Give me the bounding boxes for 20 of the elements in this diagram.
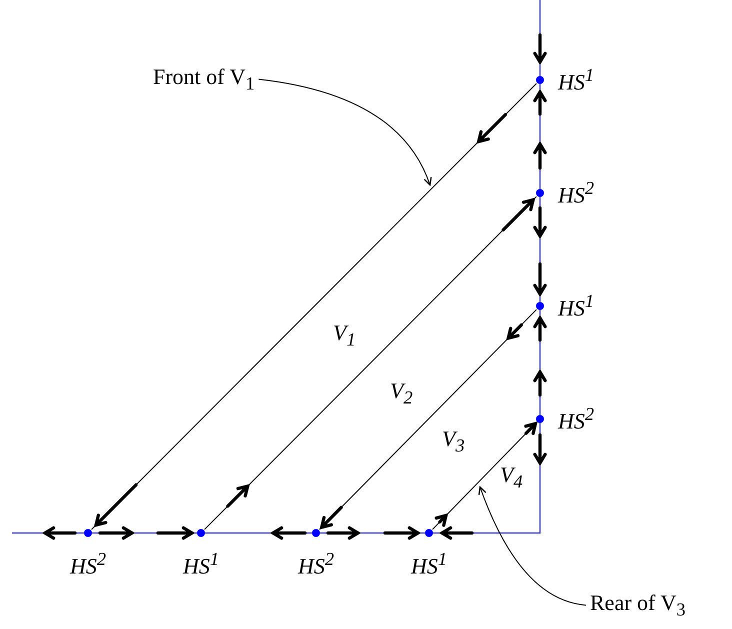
point-label: HS$^{1}$ xyxy=(410,549,448,580)
leader-line xyxy=(258,78,432,186)
point-label: HS$^{2}$ xyxy=(558,404,594,434)
arrow xyxy=(91,83,537,530)
annotation-text: Rear of V$_{3}$ xyxy=(590,590,686,620)
point-label: HS$^{1}$ xyxy=(182,549,220,580)
arrow xyxy=(432,421,538,530)
leader-line xyxy=(478,486,586,606)
point-label: HS$^{2}$ xyxy=(558,178,594,208)
region-label: V$_{3}$ xyxy=(442,426,465,456)
annotation-text: Front of V$_{1}$ xyxy=(153,64,255,94)
point-label: HS$^{2}$ xyxy=(70,549,106,580)
region-label: V$_{1}$ xyxy=(333,320,356,350)
arrow xyxy=(204,196,537,530)
region-label: V$_{4}$ xyxy=(500,462,523,492)
point-label: HS$^{1}$ xyxy=(558,290,594,322)
region-label: V$_{2}$ xyxy=(390,378,413,408)
arrow xyxy=(319,309,537,530)
point-label: HS$^{1}$ xyxy=(558,64,594,96)
point-label: HS$^{2}$ xyxy=(298,549,334,580)
